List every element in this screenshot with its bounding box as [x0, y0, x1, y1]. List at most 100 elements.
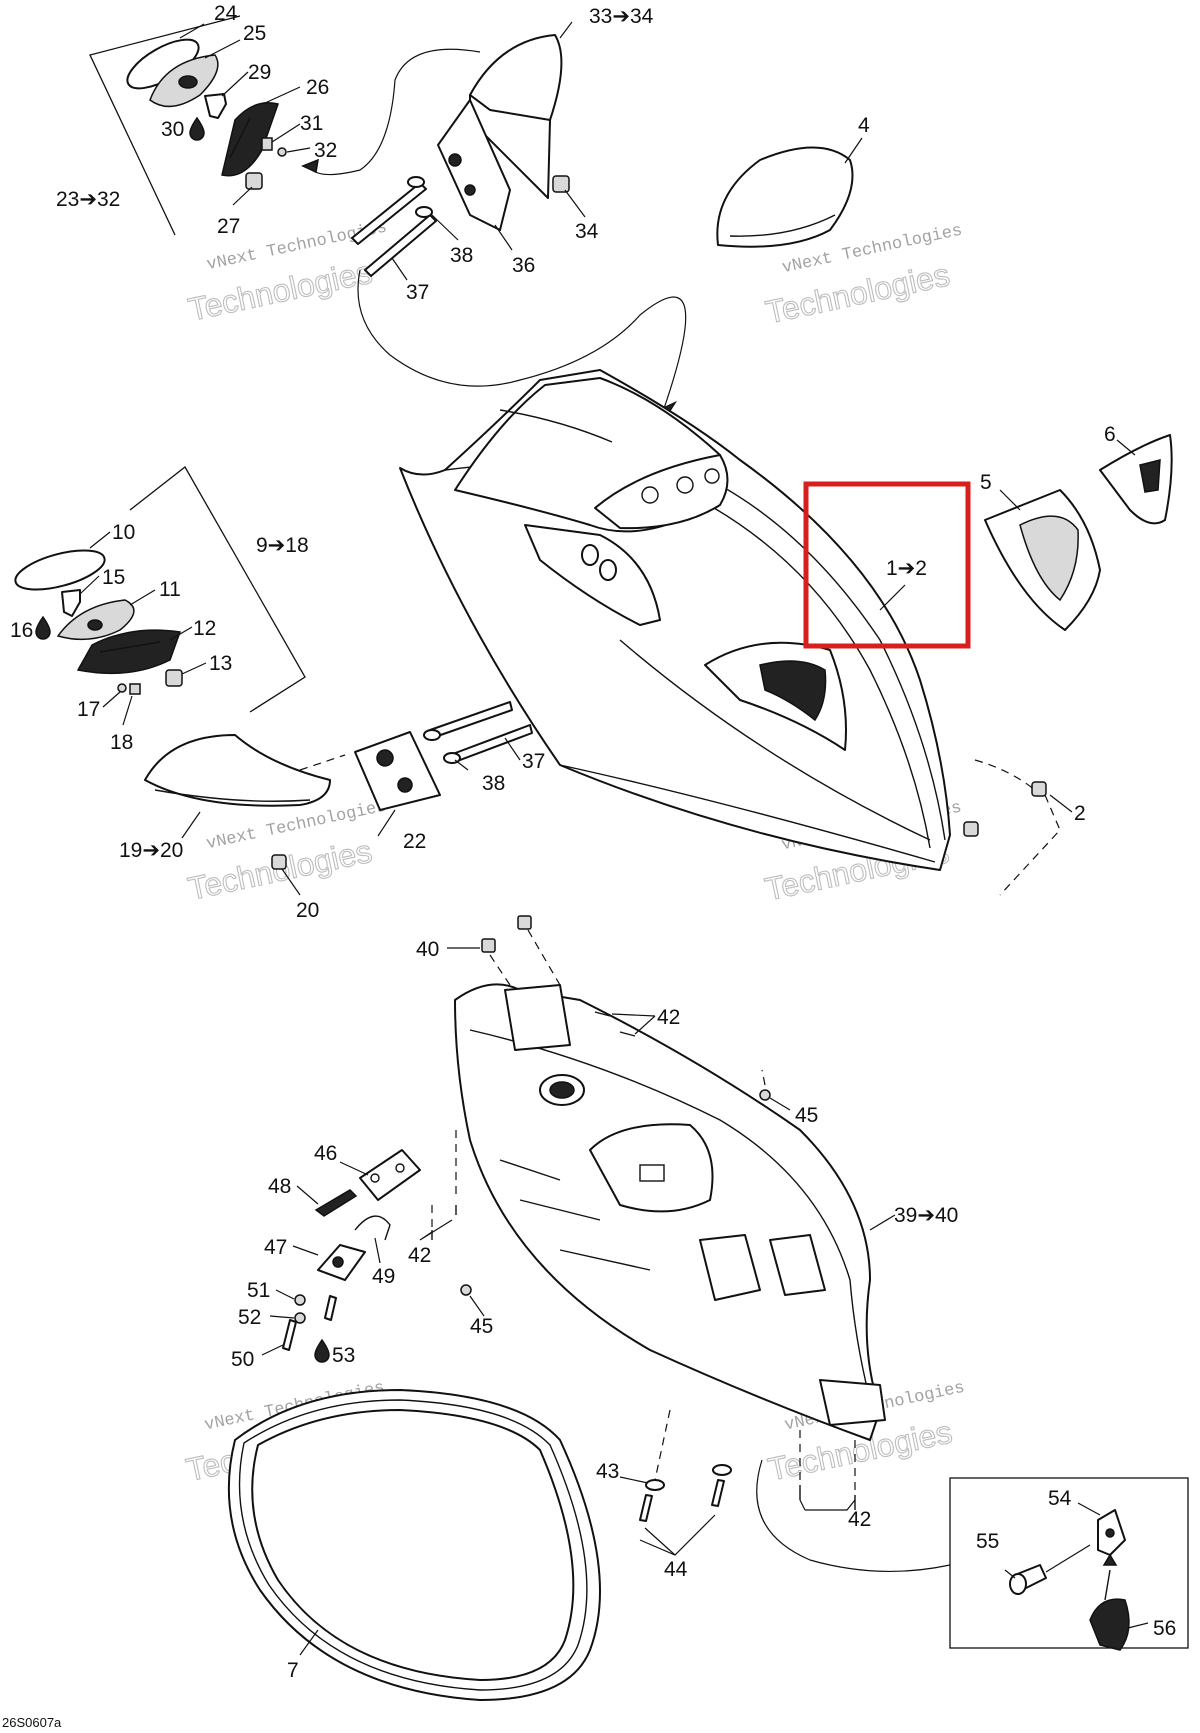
seal-inner: [251, 1409, 575, 1681]
arrow-icon: [301, 158, 319, 174]
tub-hatch: [589, 1123, 714, 1213]
bolt-50b: [324, 1295, 337, 1321]
callout-27: 27: [217, 215, 240, 238]
callout-42b: 42: [408, 1244, 431, 1267]
callout-52: 52: [238, 1306, 261, 1329]
callout-7: 7: [287, 1659, 299, 1682]
plate-hole: [370, 1173, 380, 1183]
screw-axis: [1045, 1544, 1091, 1573]
leader-37a: [391, 257, 408, 281]
callout-24: 24: [214, 2, 238, 25]
leader-27: [232, 186, 253, 206]
mirror-shell-assembly-top: [301, 21, 586, 281]
leader-12: [169, 626, 193, 641]
callout-20: 20: [296, 899, 319, 922]
leader-43: [619, 1476, 649, 1484]
leader-47: [292, 1245, 319, 1256]
leader-51: [275, 1289, 295, 1300]
mirror-glass-10: [14, 549, 106, 591]
vent-panel-5-recess: [1019, 515, 1079, 602]
leader-49: [374, 1237, 381, 1264]
nut-34: [552, 175, 570, 193]
leader-32: [286, 147, 311, 153]
dash-2: [999, 794, 1061, 896]
routing-line-top: [357, 269, 687, 421]
cover-4: [716, 137, 863, 248]
bolt-37a: [351, 182, 427, 245]
mirror-shell-assembly-left: [144, 701, 533, 896]
callout-55: 55: [976, 1530, 999, 1553]
callout-19-20: 19➔20: [119, 839, 183, 862]
bracket-hole: [376, 749, 394, 767]
callout-4: 4: [858, 114, 870, 137]
callout-6: 6: [1104, 423, 1116, 446]
leader-24: [179, 23, 205, 39]
front-hull-assembly: [399, 369, 1073, 896]
callout-43: 43: [596, 1460, 619, 1483]
hull-crease: [619, 639, 931, 841]
callout-17: 17: [77, 698, 100, 721]
screw-32: [277, 147, 287, 157]
mirror-bracket-22: [354, 731, 441, 811]
clip-56: [1089, 1598, 1130, 1651]
cup-holder-inner: [549, 1081, 575, 1099]
callout-49: 49: [372, 1265, 395, 1288]
gauge-3: [704, 468, 720, 484]
nut-13: [165, 669, 183, 687]
vent-panel-6: [1099, 434, 1173, 525]
screw-17: [117, 683, 127, 693]
spring-31: [261, 137, 273, 151]
bolt-50: [282, 1319, 297, 1351]
leader-45b: [469, 1295, 485, 1317]
plate-hole: [395, 1163, 405, 1173]
mirror-housing-26: [221, 102, 279, 177]
group-bracket-9-18: [129, 466, 306, 713]
clip-40a: [481, 938, 496, 953]
gauge-1: [641, 486, 659, 504]
callout-38a: 38: [450, 244, 473, 267]
mirror-shell-19: [144, 734, 331, 807]
highlight-box: [803, 481, 971, 649]
leader-7: [299, 1629, 319, 1656]
leader-29: [221, 71, 249, 97]
leader-22: [377, 809, 396, 837]
mirror-pivot: [178, 75, 198, 89]
callout-29: 29: [248, 61, 271, 84]
tub-rear-mount: [819, 1379, 886, 1426]
windshield-line: [499, 409, 613, 443]
callout-48: 48: [268, 1175, 291, 1198]
hatch-latch: [639, 1164, 665, 1182]
callout-31: 31: [300, 112, 323, 135]
leader-52: [269, 1315, 295, 1319]
callout-10: 10: [112, 521, 135, 544]
callout-11: 11: [159, 578, 181, 601]
vent-panels: [984, 434, 1173, 631]
latch-hole: [332, 1256, 344, 1268]
callout-37a: 37: [406, 281, 429, 304]
seal-7: [227, 1389, 601, 1701]
panel-hole: [599, 559, 617, 581]
bolt-44a: [639, 1494, 653, 1522]
callout-22: 22: [403, 830, 426, 853]
latch-spring-49: [354, 1215, 391, 1241]
callout-15: 15: [102, 566, 125, 589]
callout-56: 56: [1153, 1617, 1176, 1640]
washer-38a: [407, 176, 425, 188]
bolt-37c: [429, 701, 513, 739]
leader-42b: [419, 1219, 453, 1241]
housing-highlight: [99, 641, 161, 653]
callout-16: 16: [10, 619, 33, 642]
leader-31: [271, 123, 301, 143]
leader-10: [89, 531, 111, 549]
callout-45b: 45: [470, 1315, 493, 1338]
leader-5: [999, 489, 1021, 511]
nut-45b: [460, 1284, 472, 1296]
callout-40: 40: [416, 938, 439, 961]
callout-1-2: 1➔2: [886, 557, 927, 580]
callout-33-34: 33➔34: [589, 5, 654, 28]
bolt-44b: [711, 1479, 725, 1507]
leader-45a: [769, 1097, 791, 1111]
inset-box: [949, 1477, 1189, 1651]
leader-46: [339, 1161, 369, 1176]
leader-54: [1077, 1502, 1101, 1516]
